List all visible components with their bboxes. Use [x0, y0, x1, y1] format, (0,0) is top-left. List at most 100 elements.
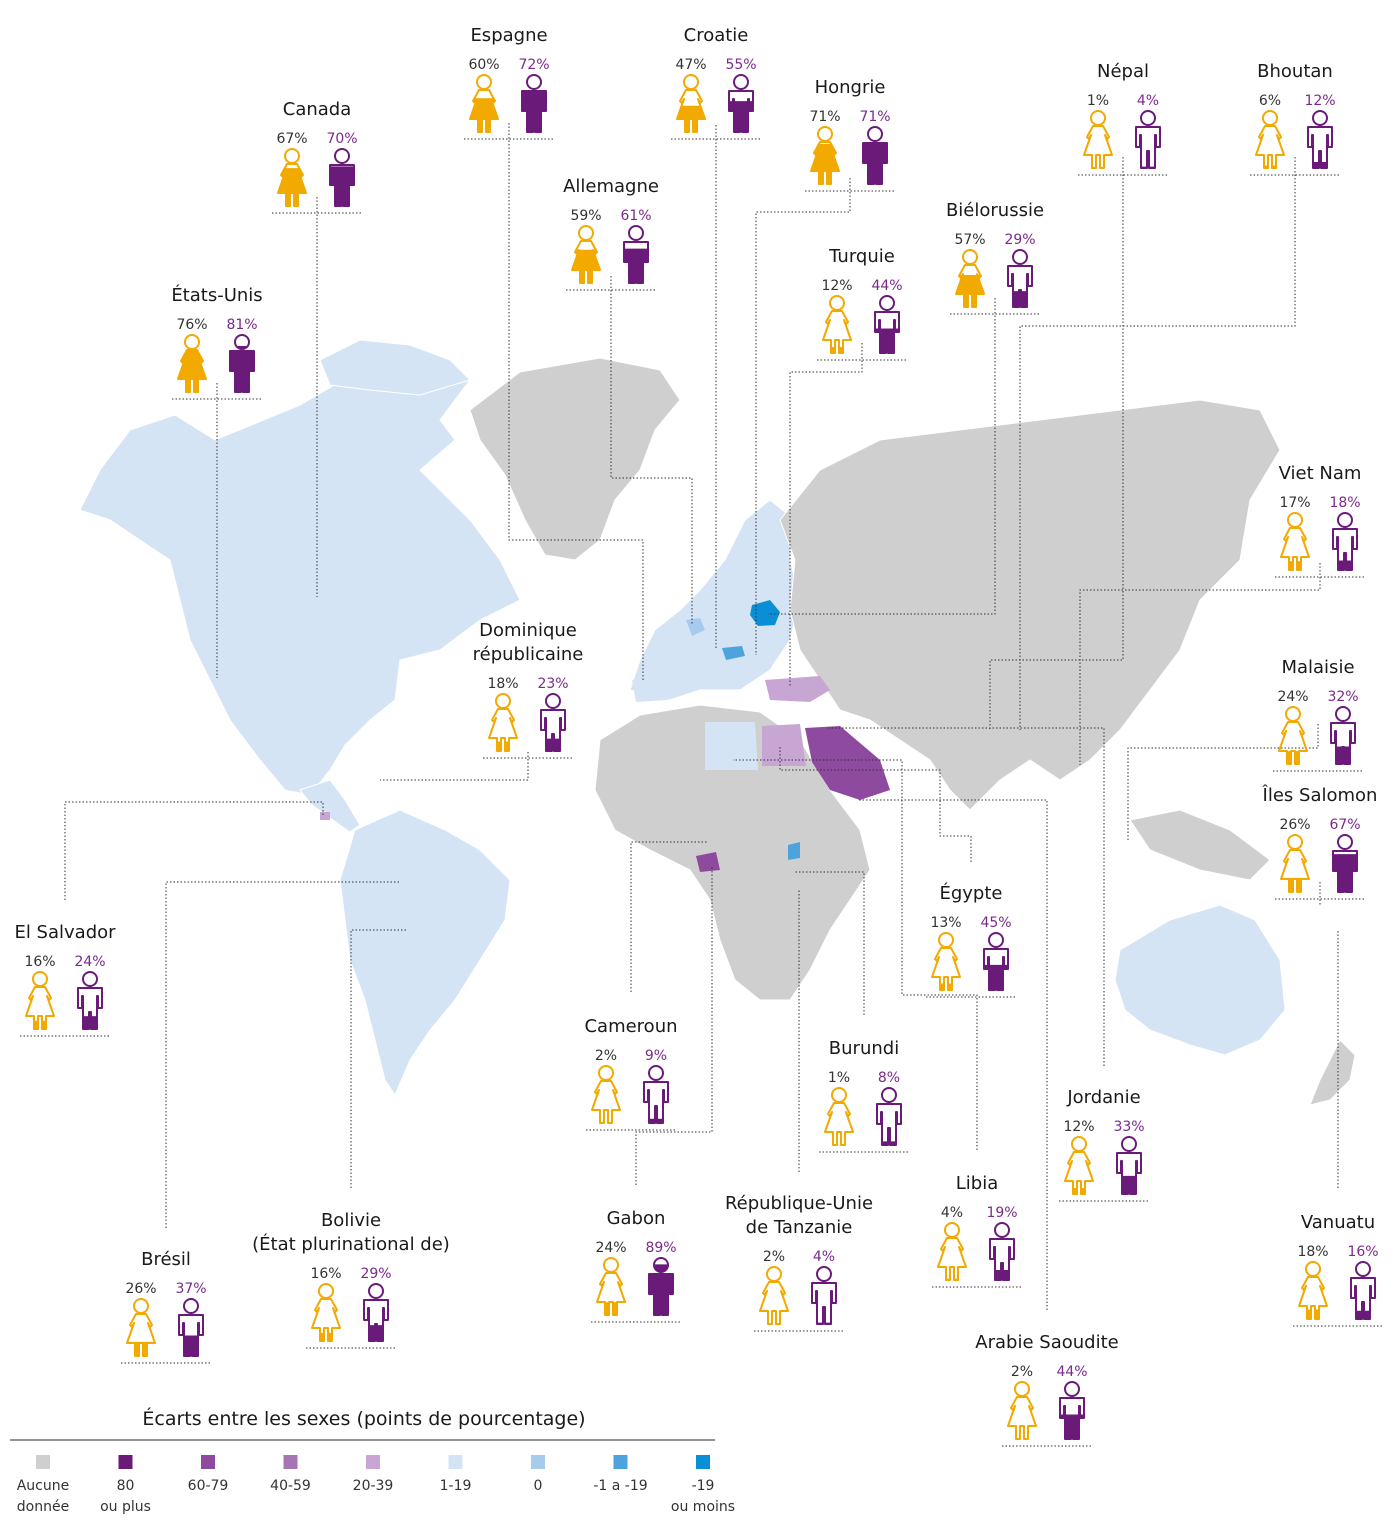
female-icon [1014, 1381, 1031, 1397]
female-icon-fill [1016, 1438, 1028, 1439]
country-name: Gabon [607, 1208, 666, 1229]
female-icon [1255, 125, 1285, 169]
female-icon [311, 1298, 341, 1342]
female-percent: 59% [570, 208, 601, 224]
female-icon-fill [1264, 165, 1276, 168]
female-icon-fill [1281, 877, 1309, 892]
female-icon [1262, 110, 1279, 126]
country-name: Brésil [141, 1249, 191, 1270]
male-icon [1007, 265, 1033, 308]
leader-jordanie [828, 727, 1105, 1066]
female-icon [1287, 834, 1304, 850]
female-percent: 76% [176, 317, 207, 333]
male-icon [82, 971, 99, 987]
female-icon-fill [320, 1332, 332, 1341]
legend-item: 0 [531, 1455, 545, 1494]
new-zealand [1309, 1039, 1356, 1106]
male-icon [867, 126, 884, 142]
female-icon [1083, 125, 1113, 169]
male-icon [368, 1283, 385, 1299]
male-percent: 4% [1137, 93, 1159, 109]
male-percent: 8% [878, 1070, 900, 1086]
legend-item: 20-39 [353, 1455, 393, 1494]
female-icon-fill [946, 1278, 958, 1280]
female-icon [32, 971, 49, 987]
female-icon [955, 264, 985, 308]
male-percent: 70% [326, 131, 357, 147]
legend-label: ou plus [100, 1499, 151, 1515]
female-icon [683, 74, 700, 90]
male-icon [623, 241, 649, 284]
country-name: Dominique [479, 620, 577, 641]
male-percent: 16% [1347, 1244, 1378, 1260]
female-percent: 24% [1277, 689, 1308, 705]
female-icon [133, 1298, 150, 1314]
male-icon [874, 311, 900, 354]
female-icon-fill [1287, 751, 1299, 764]
female-icon [284, 148, 301, 164]
female-icon [495, 693, 512, 709]
male-icon [1332, 528, 1358, 571]
male-icon [545, 693, 562, 709]
female-icon-fill [831, 347, 843, 353]
female-icon-fill [34, 1020, 46, 1029]
female-percent: 16% [24, 954, 55, 970]
male-percent: 37% [175, 1281, 206, 1297]
female-icon [318, 1283, 335, 1299]
male-icon [988, 932, 1005, 948]
legend-label: donnée [17, 1499, 69, 1515]
male-icon [526, 74, 543, 90]
male-icon [1355, 1261, 1372, 1277]
male-icon-fill [1313, 162, 1327, 168]
male-icon-fill [1338, 560, 1352, 570]
female-icon-fill [825, 1103, 853, 1145]
female-icon-fill [178, 350, 206, 392]
leader-bhoutan [1019, 157, 1296, 730]
female-icon [25, 986, 55, 1030]
el-salvador-shape [320, 812, 330, 820]
male-icon [876, 1103, 902, 1146]
female-percent: 18% [487, 676, 518, 692]
male-percent: 18% [1329, 495, 1360, 511]
legend-swatch [613, 1455, 628, 1469]
country-name: Viet Nam [1279, 463, 1362, 484]
arctic-islands [319, 339, 471, 396]
asia [779, 399, 1281, 811]
male-icon [733, 74, 750, 90]
male-icon [862, 142, 888, 185]
female-icon [1278, 721, 1308, 765]
legend-swatch [118, 1455, 133, 1469]
country-name: Libia [956, 1173, 999, 1194]
male-icon [229, 350, 255, 393]
belarus-shape [750, 600, 780, 626]
legend-label: -19 [692, 1478, 715, 1494]
burundi-shape [788, 842, 800, 860]
male-icon [728, 90, 754, 133]
legend-label: -1 a -19 [593, 1478, 647, 1494]
male-icon-fill [1336, 746, 1350, 764]
world-map-land [79, 339, 1356, 1106]
female-icon-fill [600, 1122, 612, 1123]
male-percent: 44% [871, 278, 902, 294]
country-name: Burundi [829, 1038, 899, 1059]
male-icon-fill [995, 1269, 1009, 1280]
leader-malaisie [1127, 724, 1319, 840]
legend-item: 60-79 [188, 1455, 228, 1494]
legend-label: 40-59 [270, 1478, 311, 1494]
male-icon [994, 1222, 1011, 1238]
female-icon-fill [811, 143, 839, 184]
turkey-shape [765, 676, 830, 702]
legend-label: 0 [534, 1478, 543, 1494]
country-name: de Tanzanie [746, 1217, 853, 1238]
female-icon [1280, 527, 1310, 571]
male-icon-fill [649, 1118, 663, 1123]
male-icon-fill [184, 1335, 198, 1356]
